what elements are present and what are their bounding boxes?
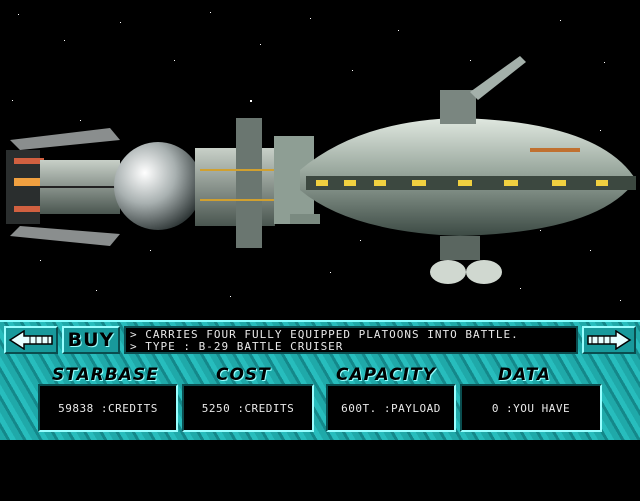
capacity-value: 600T. :PAYLOAD [341, 401, 441, 415]
hull-section [300, 56, 636, 284]
ship-description: > CARRIES FOUR FULLY EQUIPPED PLATOONS I… [124, 326, 578, 354]
cost-header: COST [216, 365, 271, 385]
capacity-display: 600T. :PAYLOAD [326, 384, 456, 432]
description-line: > CARRIES FOUR FULLY EQUIPPED PLATOONS I… [130, 328, 519, 341]
arrow-left-icon [8, 330, 53, 350]
cost-value: 5250 :CREDITS [201, 401, 295, 415]
shop-panel: BUY > CARRIES FOUR FULLY EQUIPPED PLATOO… [0, 320, 640, 442]
cost-display: 5250 :CREDITS [182, 384, 314, 432]
ship-viewport [6, 12, 636, 301]
battle-cruiser-image [6, 12, 636, 301]
data-header: DATA [498, 365, 552, 385]
owned-count-value: 0 :YOU HAVE [491, 401, 571, 415]
buy-button[interactable]: BUY [62, 326, 120, 354]
starbase-credits-value: 59838 :CREDITS [58, 401, 158, 415]
engine-section [6, 118, 320, 248]
owned-count-display: 0 :YOU HAVE [460, 384, 602, 432]
bottom-blank [0, 440, 640, 501]
description-line: > TYPE : B-29 BATTLE CRUISER [130, 340, 344, 353]
previous-ship-button[interactable] [4, 326, 58, 354]
starbase-credits-display: 59838 :CREDITS [38, 384, 178, 432]
next-ship-button[interactable] [582, 326, 636, 354]
capacity-header: CAPACITY [336, 365, 436, 385]
starbase-header: STARBASE [52, 365, 159, 385]
buy-button-label: BUY [67, 329, 115, 351]
starfield [12, 12, 621, 301]
arrow-right-icon [587, 330, 632, 350]
